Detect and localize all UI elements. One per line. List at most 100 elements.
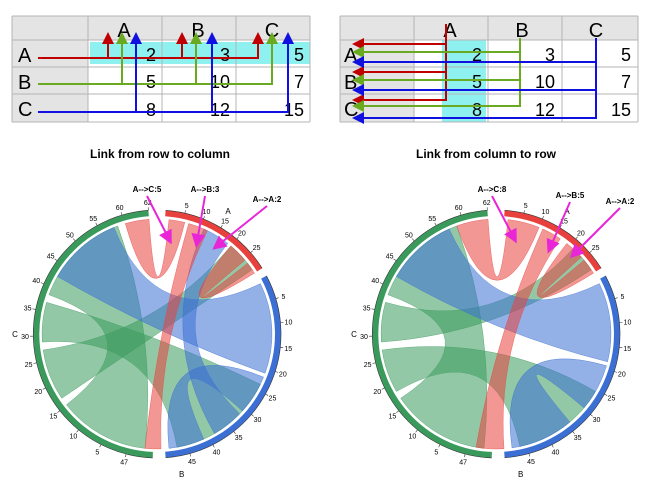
- right-cell: 3: [545, 45, 555, 65]
- tick-label-a: 5: [185, 203, 189, 210]
- tick-mark: [393, 258, 397, 261]
- annotation-label: A-->C:8: [478, 185, 507, 194]
- annotation-arrow: [491, 195, 517, 244]
- tick-mark: [372, 362, 376, 364]
- tick-label-c: 45: [386, 253, 394, 260]
- tick-mark: [275, 371, 279, 373]
- tick-mark: [434, 222, 437, 226]
- right-cell: 10: [535, 72, 555, 92]
- tick-mark: [233, 431, 236, 434]
- tick-label-b: 5: [621, 294, 625, 301]
- annotation-arrow: [146, 195, 172, 245]
- left-cell: 3: [220, 45, 230, 65]
- tick-label-b: 5: [282, 294, 286, 301]
- tick-mark: [464, 454, 466, 458]
- left-col-header-b: B: [191, 20, 204, 42]
- annotation-label: A-->A:2: [606, 197, 635, 206]
- tick-label-a: 15: [560, 218, 568, 225]
- tick-label-a: 20: [577, 230, 585, 237]
- tick-label-b: 45: [527, 459, 535, 466]
- ribbon-b-c: [57, 227, 273, 374]
- right-arrow-a-c: [352, 72, 447, 106]
- segment-axis-b: [504, 275, 621, 458]
- segment-axis-c: [371, 210, 492, 459]
- left-arrow-a-c: [182, 32, 264, 59]
- tick-label-c: 55: [428, 216, 436, 223]
- tick-mark: [251, 414, 254, 417]
- right-row-header-b: B: [344, 72, 357, 94]
- tick-mark: [415, 429, 418, 433]
- tick-label-c: 62: [483, 200, 491, 207]
- tick-mark: [265, 393, 269, 396]
- tick-label-c: 25: [25, 362, 33, 369]
- left-cell: 15: [284, 100, 304, 120]
- tick-mark: [72, 238, 76, 242]
- tick-label-a: 10: [203, 209, 211, 216]
- annotation-label: A-->A:2: [253, 195, 282, 204]
- tick-mark: [189, 453, 192, 457]
- tick-mark: [551, 444, 554, 448]
- tick-label-c: 5: [434, 449, 438, 456]
- tick-mark: [32, 308, 36, 310]
- tick-mark: [57, 410, 60, 413]
- right-cell: 2: [472, 45, 482, 65]
- tick-label-c: 40: [32, 278, 40, 285]
- tick-mark: [559, 224, 562, 228]
- tick-label-b: 10: [624, 320, 632, 327]
- annotation-label: A-->C:5: [133, 185, 162, 194]
- tick-mark: [95, 222, 98, 226]
- tick-label-b: 10: [285, 320, 293, 327]
- tick-label-c: 50: [405, 232, 413, 239]
- left-cell: 2: [146, 45, 156, 65]
- tick-label-a: 15: [221, 218, 229, 225]
- tick-mark: [33, 362, 37, 364]
- right-cell: 8: [472, 100, 482, 120]
- segment-arc-b: [165, 275, 281, 458]
- tick-label-c: 40: [371, 278, 379, 285]
- tick-mark: [589, 250, 593, 253]
- left-arrow-c-c: [212, 32, 294, 113]
- tick-mark: [125, 454, 127, 458]
- annotation-arrow: [212, 205, 268, 250]
- left-row-header-b: B: [18, 72, 31, 94]
- segment-arc-b: [504, 275, 620, 458]
- left-chord-diagram: 5101520255101520253035404547510152025303…: [12, 185, 292, 479]
- tick-label-c: 60: [116, 205, 124, 212]
- tick-mark: [411, 238, 415, 242]
- tick-mark: [99, 444, 102, 448]
- tick-label-a: 25: [592, 245, 600, 252]
- tick-mark: [203, 216, 205, 220]
- left-cell: 5: [294, 45, 304, 65]
- right-col-header-b: B: [515, 20, 528, 42]
- tick-label-c: 62: [144, 200, 152, 207]
- tick-label-b: 40: [213, 449, 221, 456]
- tick-mark: [381, 387, 385, 390]
- tick-label-b: 25: [608, 395, 616, 402]
- tick-label-a: 5: [524, 203, 528, 210]
- segment-label-a: A: [564, 207, 570, 216]
- left-cell: 7: [294, 72, 304, 92]
- right-chord-diagram: 5101520255101520253035404547510152025303…: [351, 185, 635, 479]
- segment-axis-c: [32, 210, 153, 459]
- tick-mark: [396, 410, 399, 413]
- tick-mark: [42, 387, 46, 390]
- right-cell: 7: [621, 72, 631, 92]
- annotation-arrow: [569, 207, 621, 259]
- tick-mark: [250, 250, 254, 253]
- tick-mark: [379, 282, 383, 285]
- tick-label-c: 30: [360, 334, 368, 341]
- tick-mark: [40, 282, 44, 285]
- tick-mark: [528, 453, 531, 457]
- tick-label-b: 40: [552, 449, 560, 456]
- annotation-label: A-->B:3: [191, 185, 220, 194]
- segment-axis-b: [165, 275, 282, 458]
- tick-mark: [212, 444, 215, 448]
- segment-arc-a: [165, 210, 263, 272]
- left-cell: 8: [146, 100, 156, 120]
- tick-mark: [614, 371, 618, 373]
- tick-label-c: 20: [373, 389, 381, 396]
- right-chord-title: Link from column to row: [416, 147, 557, 161]
- tick-label-c: 55: [89, 216, 97, 223]
- tick-label-c: 25: [364, 362, 372, 369]
